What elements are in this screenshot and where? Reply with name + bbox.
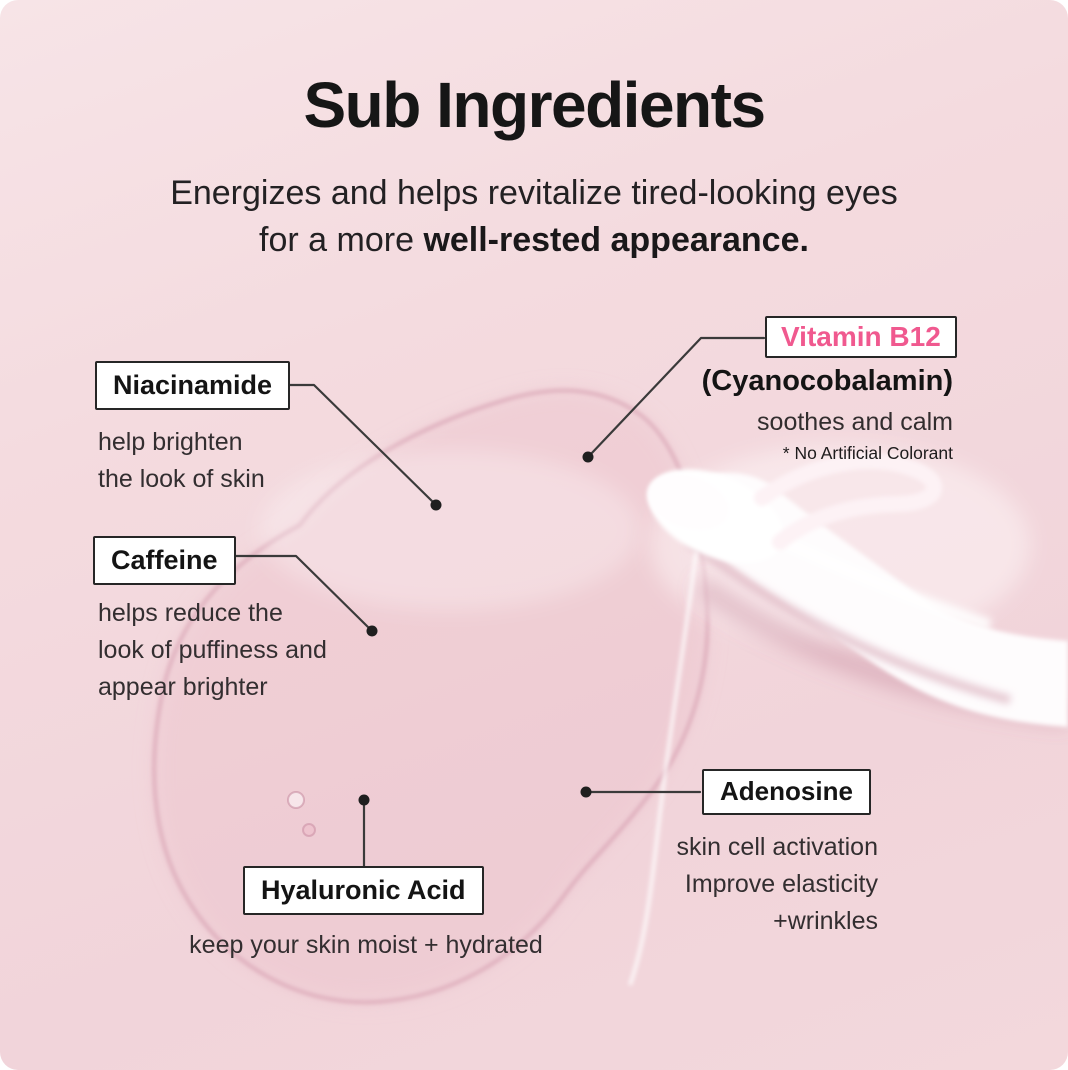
vitamin-b12-desc-text: soothes and calm — [757, 408, 953, 436]
vitamin-b12-leader-line — [588, 336, 766, 457]
page-subtitle: Energizes and helps revitalize tired-loo… — [0, 170, 1068, 264]
cream-drip — [628, 551, 698, 986]
niacinamide-leader-line — [288, 383, 436, 505]
adenosine-desc-line-2: Improve elasticity — [684, 870, 878, 898]
niacinamide-dot — [430, 499, 442, 511]
niacinamide-desc-line-2: the look of skin — [98, 465, 265, 493]
subtitle-line-2: for a more well-rested appearance. — [0, 217, 1068, 264]
cream-mound-small — [647, 474, 729, 530]
adenosine-label: Adenosine — [702, 769, 871, 815]
gel-bubble-small — [302, 823, 316, 837]
vitamin-b12-label: Vitamin B12 — [765, 316, 957, 359]
hyaluronic-acid-label: Hyaluronic Acid — [243, 866, 484, 916]
adenosine-dot — [580, 786, 592, 798]
caffeine-desc-line-2: look of puffiness and — [98, 636, 327, 664]
cream-swoosh — [754, 453, 942, 550]
adenosine-description: skin cell activation Improve elasticity … — [677, 829, 878, 940]
caffeine-label: Caffeine — [93, 536, 236, 586]
caffeine-desc-line-1: helps reduce the — [98, 599, 283, 627]
subtitle-line-2-bold: well-rested appearance. — [423, 221, 809, 259]
subtitle-line-2-normal: for a more — [259, 221, 424, 259]
vitamin-b12-dot — [582, 451, 594, 463]
caffeine-desc-line-3: appear brighter — [98, 673, 268, 701]
niacinamide-desc-line-1: help brighten — [98, 428, 243, 456]
adenosine-desc-line-1: skin cell activation — [676, 833, 878, 861]
niacinamide-label: Niacinamide — [95, 361, 291, 411]
spatula-shading — [685, 536, 1012, 705]
page-title: Sub Ingredients — [303, 69, 766, 141]
vitamin-b12-sub-label: (Cyanocobalamin) — [701, 365, 953, 397]
caffeine-description: helps reduce the look of puffiness and a… — [98, 595, 327, 706]
vitamin-b12-note: * No Artificial Colorant — [782, 443, 953, 463]
caffeine-dot — [366, 625, 378, 637]
niacinamide-description: help brighten the look of skin — [98, 424, 265, 498]
gel-blob-edge — [152, 389, 710, 1004]
gel-highlight — [260, 450, 640, 610]
hyaluronic-acid-dot — [358, 794, 370, 806]
caffeine-leader-line — [234, 554, 372, 631]
hyaluronic-acid-description: keep your skin moist + hydrated — [189, 931, 543, 959]
adenosine-desc-line-3: +wrinkles — [773, 907, 878, 935]
subtitle-line-1: Energizes and helps revitalize tired-loo… — [170, 174, 898, 212]
gel-bubble-large — [287, 791, 305, 809]
vitamin-b12-description: (Cyanocobalamin) soothes and calm * No A… — [702, 364, 953, 463]
